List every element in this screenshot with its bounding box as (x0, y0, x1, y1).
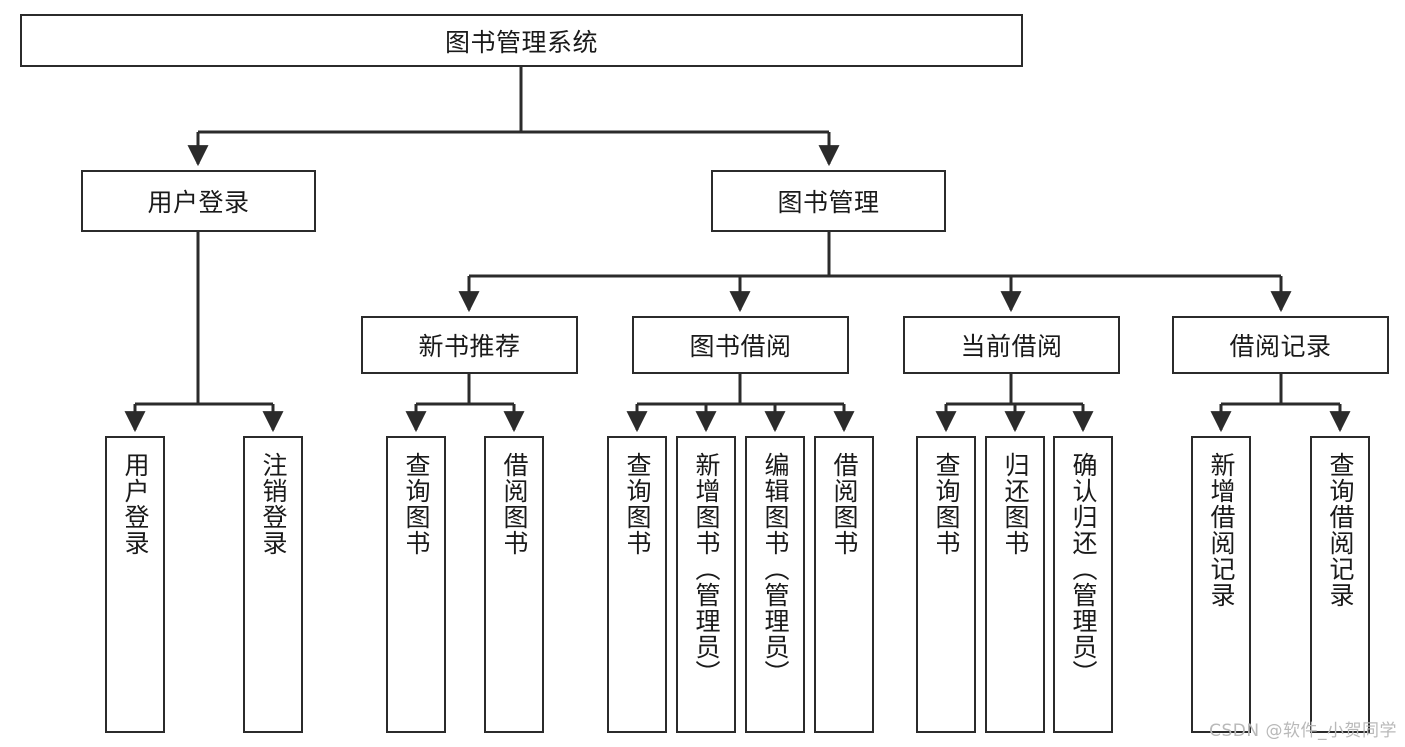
node-root-label: 图书管理系统 (444, 27, 598, 57)
watermark: CSDN @软件_小贺同学 (1209, 721, 1397, 741)
node-new-book-recommend-label: 新书推荐 (418, 332, 521, 361)
node-leaf-add-book[interactable]: 新增图书（管理员） (676, 436, 736, 733)
node-current-borrow[interactable]: 当前借阅 (903, 316, 1120, 374)
node-leaf-return-book-label: 归还图书 (1001, 452, 1030, 556)
node-user-login-label: 用户登录 (147, 188, 250, 217)
node-book-borrow[interactable]: 图书借阅 (632, 316, 849, 374)
node-leaf-query-book-3-label: 查询图书 (932, 452, 961, 556)
node-leaf-user-login-label: 用户登录 (121, 452, 150, 556)
node-leaf-logout[interactable]: 注销登录 (243, 436, 303, 733)
node-leaf-confirm-return-label: 确认归还（管理员） (1069, 452, 1098, 686)
node-leaf-borrow-book-2-label: 借阅图书 (830, 452, 859, 556)
node-leaf-query-record-label: 查询借阅记录 (1326, 452, 1355, 608)
node-root[interactable]: 图书管理系统 (20, 14, 1023, 67)
node-book-manage[interactable]: 图书管理 (711, 170, 946, 232)
node-current-borrow-label: 当前借阅 (960, 332, 1063, 361)
node-borrow-record[interactable]: 借阅记录 (1172, 316, 1389, 374)
node-leaf-add-record-label: 新增借阅记录 (1207, 452, 1236, 608)
node-leaf-query-book-3[interactable]: 查询图书 (916, 436, 976, 733)
node-leaf-borrow-book-1[interactable]: 借阅图书 (484, 436, 544, 733)
node-leaf-add-book-label: 新增图书（管理员） (692, 452, 721, 686)
node-leaf-edit-book-label: 编辑图书（管理员） (761, 452, 790, 686)
node-leaf-confirm-return[interactable]: 确认归还（管理员） (1053, 436, 1113, 733)
node-book-borrow-label: 图书借阅 (689, 332, 792, 361)
node-leaf-query-record[interactable]: 查询借阅记录 (1310, 436, 1370, 733)
node-new-book-recommend[interactable]: 新书推荐 (361, 316, 578, 374)
node-leaf-user-login[interactable]: 用户登录 (105, 436, 165, 733)
node-borrow-record-label: 借阅记录 (1229, 332, 1332, 361)
node-leaf-edit-book[interactable]: 编辑图书（管理员） (745, 436, 805, 733)
node-leaf-query-book-1[interactable]: 查询图书 (386, 436, 446, 733)
node-leaf-query-book-1-label: 查询图书 (402, 452, 431, 556)
node-leaf-borrow-book-2[interactable]: 借阅图书 (814, 436, 874, 733)
node-leaf-add-record[interactable]: 新增借阅记录 (1191, 436, 1251, 733)
node-leaf-query-book-2-label: 查询图书 (623, 452, 652, 556)
node-leaf-borrow-book-1-label: 借阅图书 (500, 452, 529, 556)
node-user-login[interactable]: 用户登录 (81, 170, 316, 232)
node-leaf-logout-label: 注销登录 (259, 452, 288, 556)
node-leaf-query-book-2[interactable]: 查询图书 (607, 436, 667, 733)
node-book-manage-label: 图书管理 (777, 188, 880, 217)
node-leaf-return-book[interactable]: 归还图书 (985, 436, 1045, 733)
